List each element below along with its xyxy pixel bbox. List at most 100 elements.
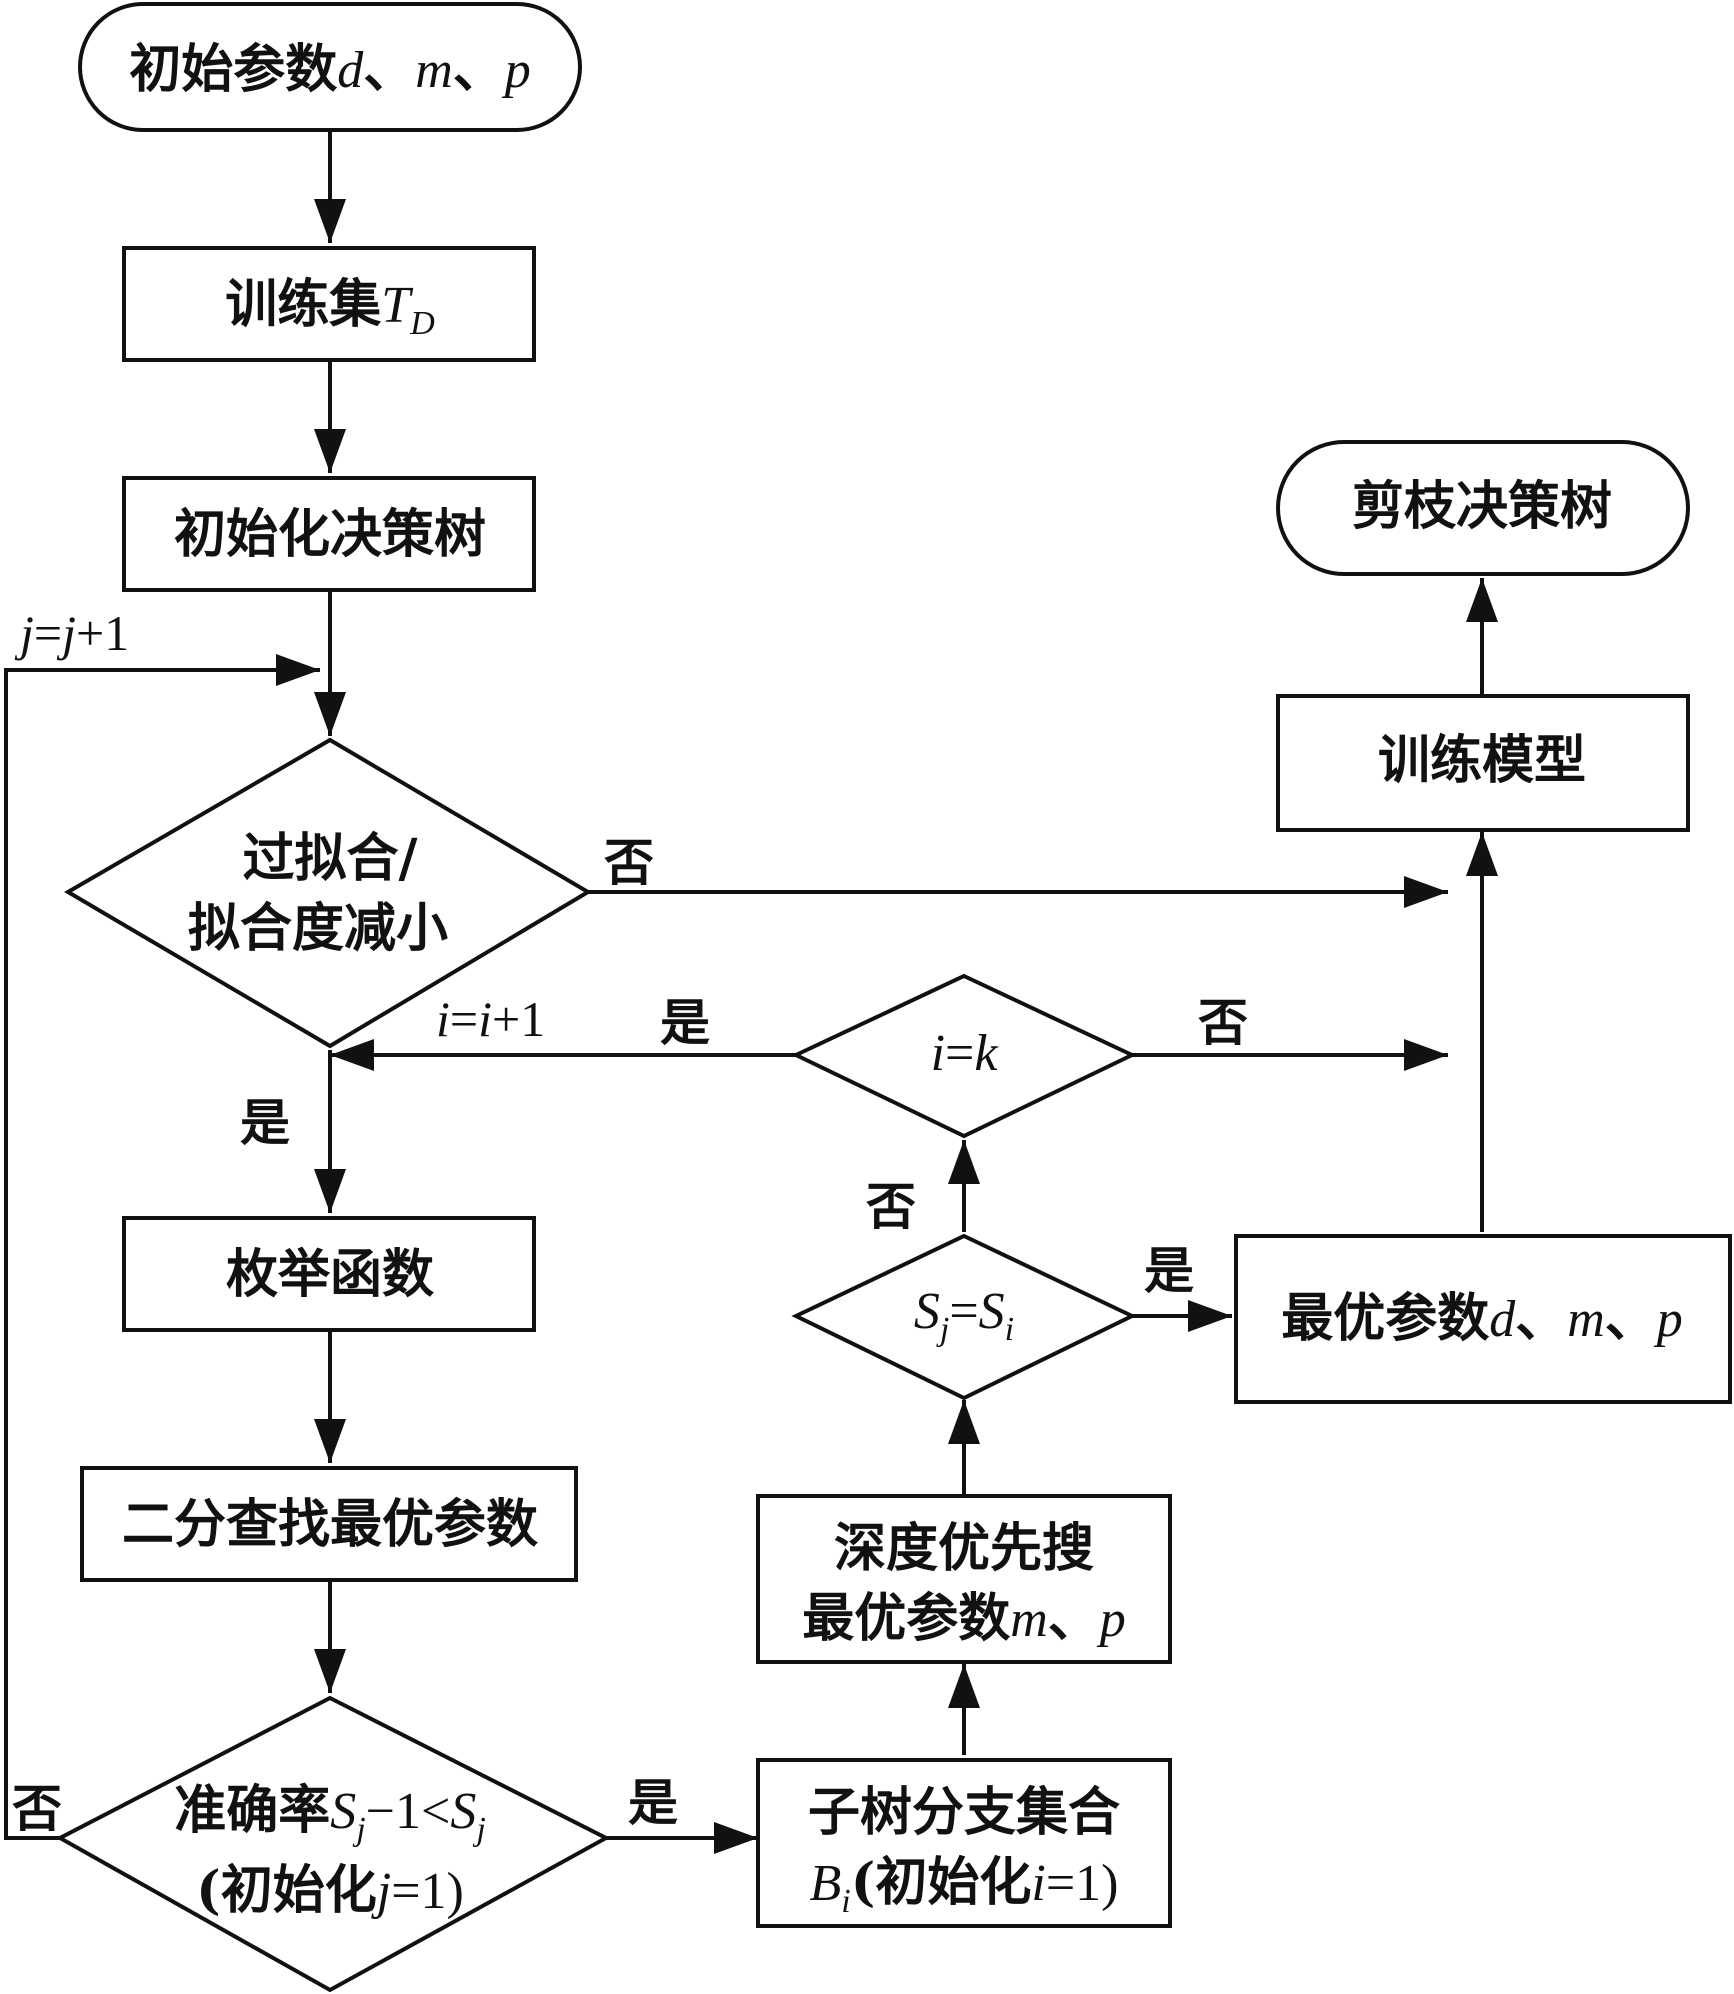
node-dfs: 深度优先搜 最优参数m、p: [756, 1494, 1172, 1664]
svg-text:准确率Sj−1<Sj: 准确率Sj−1<Sj: [174, 1780, 486, 1848]
train-set-sub: D: [409, 305, 435, 342]
node-i-eq-k-decision: i=k: [791, 973, 1137, 1139]
accuracy-yes-label: 是: [628, 1773, 678, 1832]
i-eq-k-var-k: k: [974, 1025, 998, 1082]
svg-text:i=k: i=k: [931, 1025, 999, 1082]
sj-si-eq: =: [949, 1283, 978, 1340]
node-start: 初始参数d、m、p: [78, 2, 582, 132]
svg-text:Sj=Si: Sj=Si: [914, 1283, 1014, 1348]
accuracy-line2-prefix: (初始化: [196, 1860, 377, 1921]
binary-search-box: [80, 1466, 578, 1582]
node-overfit-decision: 过拟合/ 拟合度减小: [64, 737, 592, 1049]
best-params-var-p: p: [1653, 1291, 1683, 1348]
enum-box: [122, 1216, 536, 1332]
node-accuracy-decision: 准确率Sj−1<Sj (初始化j=1): [55, 1695, 611, 1993]
svg-text:训练集TD: 训练集TD: [225, 274, 435, 342]
train-model-box: [1276, 694, 1690, 832]
init-tree-label: 初始化决策树: [174, 504, 486, 565]
node-subtree: 子树分支集合 Bi(初始化i=1): [756, 1758, 1172, 1928]
start-var-d: d: [337, 42, 364, 99]
dfs-sep: 、: [1048, 1588, 1100, 1649]
svg-text:i=i+1: i=i+1: [436, 991, 545, 1047]
svg-text:最优参数m、p: 最优参数m、p: [802, 1588, 1126, 1649]
node-init-tree: 初始化决策树: [122, 476, 536, 592]
accuracy-s1-sub: j: [352, 1811, 365, 1848]
edge-accuracy-no-loop: [4, 654, 320, 1840]
dfs-line2-prefix: 最优参数: [802, 1588, 1010, 1649]
ik-no-label: 否: [1198, 993, 1248, 1052]
binary-search-label: 二分查找最优参数: [122, 1494, 538, 1555]
dfs-line-1: 深度优先搜: [834, 1518, 1094, 1579]
start-sep-2: 、: [453, 39, 505, 100]
accuracy-no-label: 否: [12, 1779, 62, 1838]
accuracy-diamond: [55, 1695, 611, 1993]
pruned-tree-terminal-shape: [1276, 440, 1690, 576]
accuracy-mid: −1<: [366, 1783, 451, 1840]
i-eq-k-var-i: i: [931, 1025, 945, 1082]
best-params-label: 最优参数: [1281, 1288, 1489, 1349]
node-best-params: 最优参数d、m、p: [1234, 1234, 1732, 1404]
pruned-tree-label: 剪枝决策树: [1352, 476, 1612, 537]
train-set-box: [122, 246, 536, 362]
overfit-line-1: 过拟合/: [243, 828, 418, 889]
start-var-p: p: [501, 42, 531, 99]
train-set-var: T: [381, 277, 413, 334]
i-increment-eq: =: [450, 991, 478, 1047]
node-sj-si-decision: Sj=Si: [791, 1233, 1137, 1401]
start-label: 初始参数: [129, 39, 337, 100]
subtree-sub: i: [841, 1883, 850, 1920]
overfit-yes-label: 是: [240, 1093, 290, 1152]
best-params-var-m: m: [1567, 1291, 1605, 1348]
j-increment-v1: j: [14, 605, 34, 661]
best-params-var-d: d: [1489, 1291, 1516, 1348]
j-increment-eq: =: [34, 605, 62, 661]
start-var-m: m: [415, 42, 453, 99]
edges: [4, 130, 1498, 1854]
overfit-diamond: [64, 737, 592, 1049]
overfit-no-label: 否: [604, 833, 654, 892]
subtree-box: [756, 1758, 1172, 1928]
node-enum: 枚举函数: [122, 1216, 536, 1332]
accuracy-s2: S: [450, 1783, 476, 1840]
subtree-line2-var: i: [1031, 1855, 1045, 1912]
best-params-sep-2: 、: [1605, 1288, 1657, 1349]
train-set-label: 训练集: [225, 274, 381, 335]
best-params-box: [1234, 1234, 1732, 1404]
i-increment-v1: i: [436, 991, 450, 1047]
subtree-line2-prefix: (初始化: [851, 1852, 1032, 1913]
i-eq-k-diamond: [791, 973, 1137, 1139]
accuracy-s1: S: [330, 1783, 356, 1840]
ik-yes-label: 是: [660, 993, 710, 1052]
dfs-var-p: p: [1096, 1591, 1126, 1648]
start-sep-1: 、: [363, 39, 415, 100]
accuracy-line2-suffix: =1): [391, 1863, 464, 1920]
start-terminal-shape: [78, 2, 582, 132]
svg-text:初始参数d、m、p: 初始参数d、m、p: [129, 39, 531, 100]
i-eq-k-eq: =: [945, 1025, 974, 1082]
sj-si-s1-sub: j: [936, 1311, 949, 1348]
init-tree-box: [122, 476, 536, 592]
accuracy-s2-sub: j: [472, 1811, 485, 1848]
overfit-line-2: 拟合度减小: [188, 898, 448, 959]
enum-label: 枚举函数: [226, 1244, 434, 1305]
svg-text:(初始化j=1): (初始化j=1): [196, 1860, 464, 1921]
train-model-label: 训练模型: [1378, 730, 1586, 791]
node-train-set: 训练集TD: [122, 246, 536, 362]
accuracy-prefix: 准确率: [174, 1780, 330, 1841]
sj-si-s2: S: [979, 1283, 1005, 1340]
accuracy-line2-var: j: [371, 1863, 391, 1920]
subtree-var: B: [810, 1855, 842, 1912]
j-increment-plus: +1: [76, 605, 129, 661]
dfs-box: [756, 1494, 1172, 1664]
svg-text:最优参数d、m、p: 最优参数d、m、p: [1281, 1288, 1683, 1349]
subtree-line-1: 子树分支集合: [808, 1782, 1120, 1843]
best-params-sep-1: 、: [1515, 1288, 1567, 1349]
node-pruned-tree: 剪枝决策树: [1276, 440, 1690, 576]
i-increment-v2: i: [478, 991, 492, 1047]
sjsi-no-label: 否: [866, 1177, 916, 1236]
sj-si-s2-sub: i: [1005, 1311, 1014, 1348]
subtree-line2-suffix: =1): [1046, 1855, 1119, 1912]
sjsi-yes-label: 是: [1144, 1241, 1194, 1300]
node-train-model: 训练模型: [1276, 694, 1690, 832]
